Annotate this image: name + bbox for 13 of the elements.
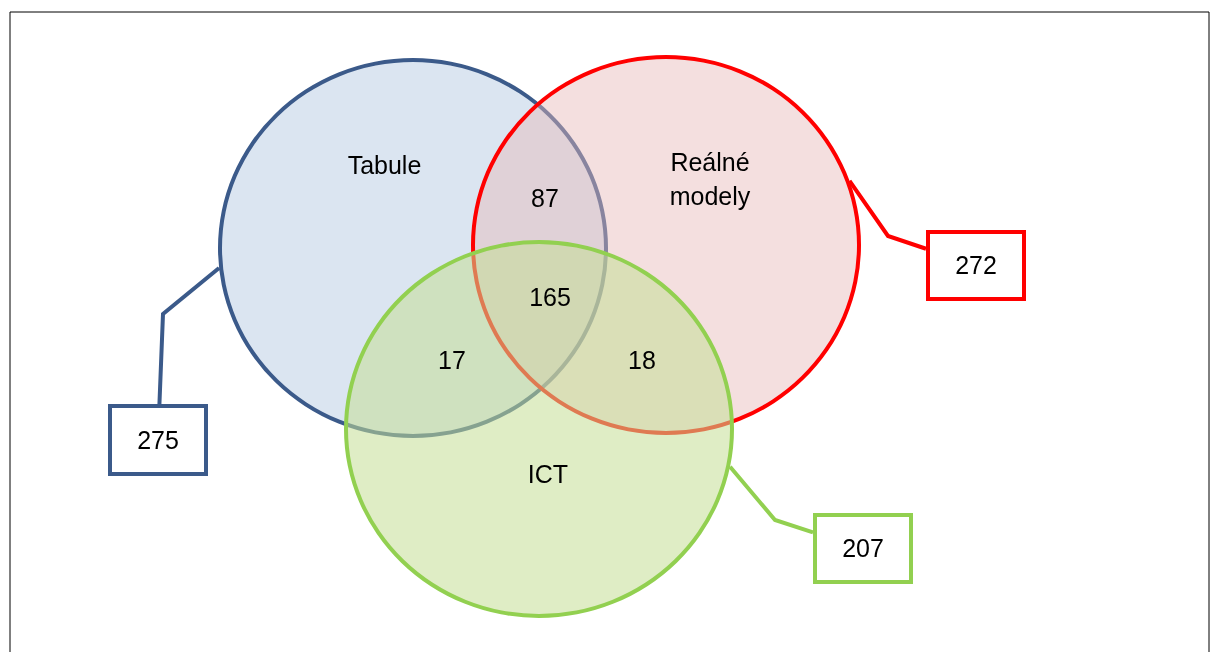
callout-box: 207 — [813, 513, 913, 584]
leader-line — [728, 465, 814, 535]
leader-line — [157, 266, 221, 405]
region-count: 17 — [438, 345, 466, 375]
region-count: 18 — [628, 345, 656, 375]
callout-box: 272 — [926, 230, 1026, 301]
leader-line — [847, 179, 927, 251]
set-label: ICT — [526, 459, 570, 490]
set-label: Tabule — [346, 150, 423, 181]
region-count: 165 — [529, 282, 571, 312]
set-label: Reálné modely — [668, 147, 752, 212]
callout-box: 275 — [108, 404, 208, 476]
region-count: 87 — [531, 183, 559, 213]
